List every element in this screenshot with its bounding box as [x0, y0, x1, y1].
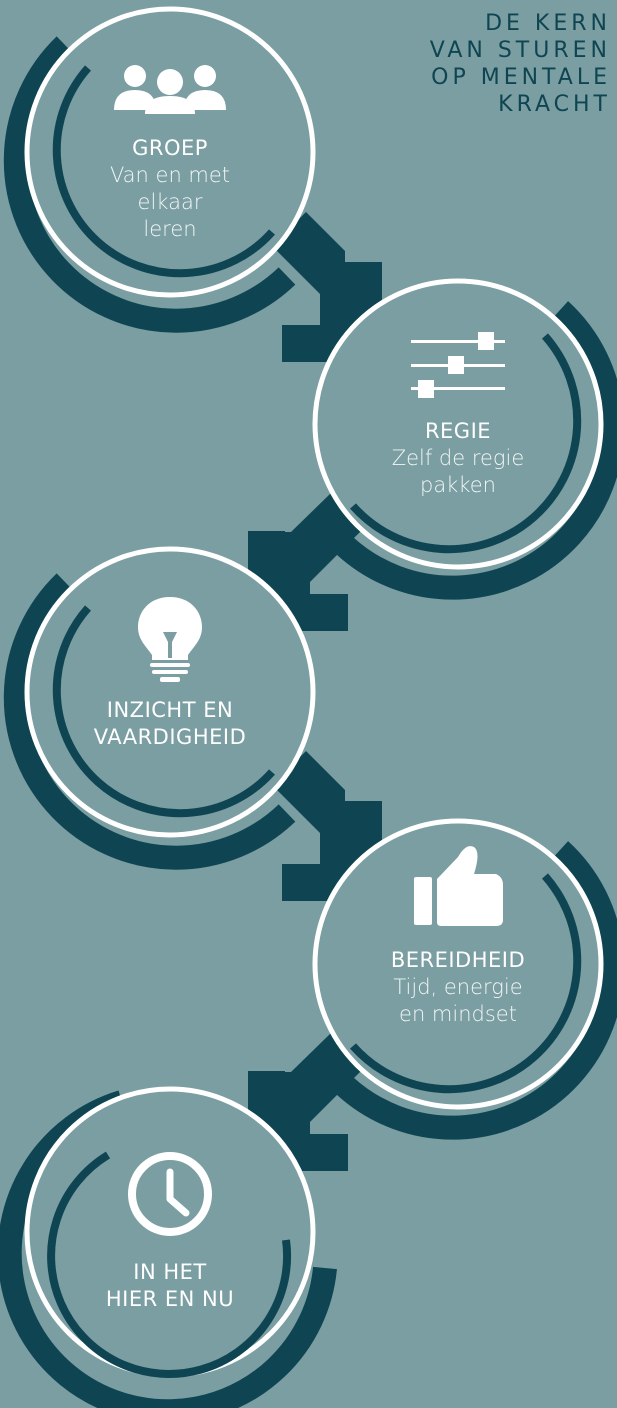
step-description-line: Zelf de regie	[391, 446, 525, 470]
title-line: OP MENTALE	[431, 65, 611, 90]
thumbs-up-icon	[414, 846, 503, 926]
outer-arc	[336, 301, 617, 600]
step-label-nu: IN HET HIER EN NU	[60, 1259, 280, 1313]
inner-arc	[52, 65, 275, 278]
inner-arc	[47, 1151, 292, 1378]
step-title: GROEP	[132, 136, 208, 160]
step-title: REGIE	[424, 419, 492, 443]
inner-arc	[350, 333, 582, 554]
title-line: KRACHT	[498, 92, 611, 117]
clock-icon	[128, 1152, 212, 1236]
step-circle-3	[3, 546, 316, 870]
step-title-line: IN HET	[133, 1260, 207, 1284]
step-description-line: pakken	[419, 473, 496, 497]
step-title: BEREIDHEID	[390, 948, 526, 972]
step-circle-4	[312, 818, 617, 1140]
title-line: DE KERN	[485, 11, 611, 36]
group-icon	[114, 65, 226, 114]
step-label-bereidheid: BEREIDHEID Tijd, energie en mindset	[348, 947, 568, 1028]
ring	[312, 818, 604, 1110]
step-description-line: Van en met	[109, 163, 231, 187]
step-label-regie: REGIE Zelf de regie pakken	[358, 418, 558, 499]
sliders-icon	[411, 332, 505, 398]
step-title-line: INZICHT EN	[106, 698, 234, 722]
lightbulb-icon	[138, 597, 202, 682]
step-label-groep: GROEP Van en met elkaar leren	[70, 135, 270, 243]
outer-arc	[0, 1090, 337, 1408]
step-description-line: en mindset	[399, 1002, 517, 1026]
outer-arc	[3, 573, 296, 870]
step-circle-5	[0, 1086, 337, 1408]
step-circle-2	[312, 278, 617, 600]
step-title-line: VAARDIGHEID	[93, 725, 247, 749]
ring	[24, 546, 316, 838]
inner-arc	[350, 873, 582, 1094]
inner-arc	[52, 605, 275, 818]
outer-arc	[336, 841, 617, 1140]
step-description-line: elkaar	[137, 190, 203, 214]
ring	[24, 6, 316, 298]
step-title-line: HIER EN NU	[105, 1287, 235, 1311]
step-description-line: Tijd, energie	[393, 975, 523, 999]
step-circle-1	[3, 6, 316, 333]
step-description-line: leren	[143, 217, 197, 241]
ring	[312, 278, 604, 570]
outer-arc	[3, 36, 296, 333]
diagram-title: DE KERN VAN STUREN OP MENTALE KRACHT	[430, 10, 611, 118]
title-line: VAN STUREN	[429, 38, 611, 63]
step-label-inzicht: INZICHT EN VAARDIGHEID	[60, 697, 280, 751]
